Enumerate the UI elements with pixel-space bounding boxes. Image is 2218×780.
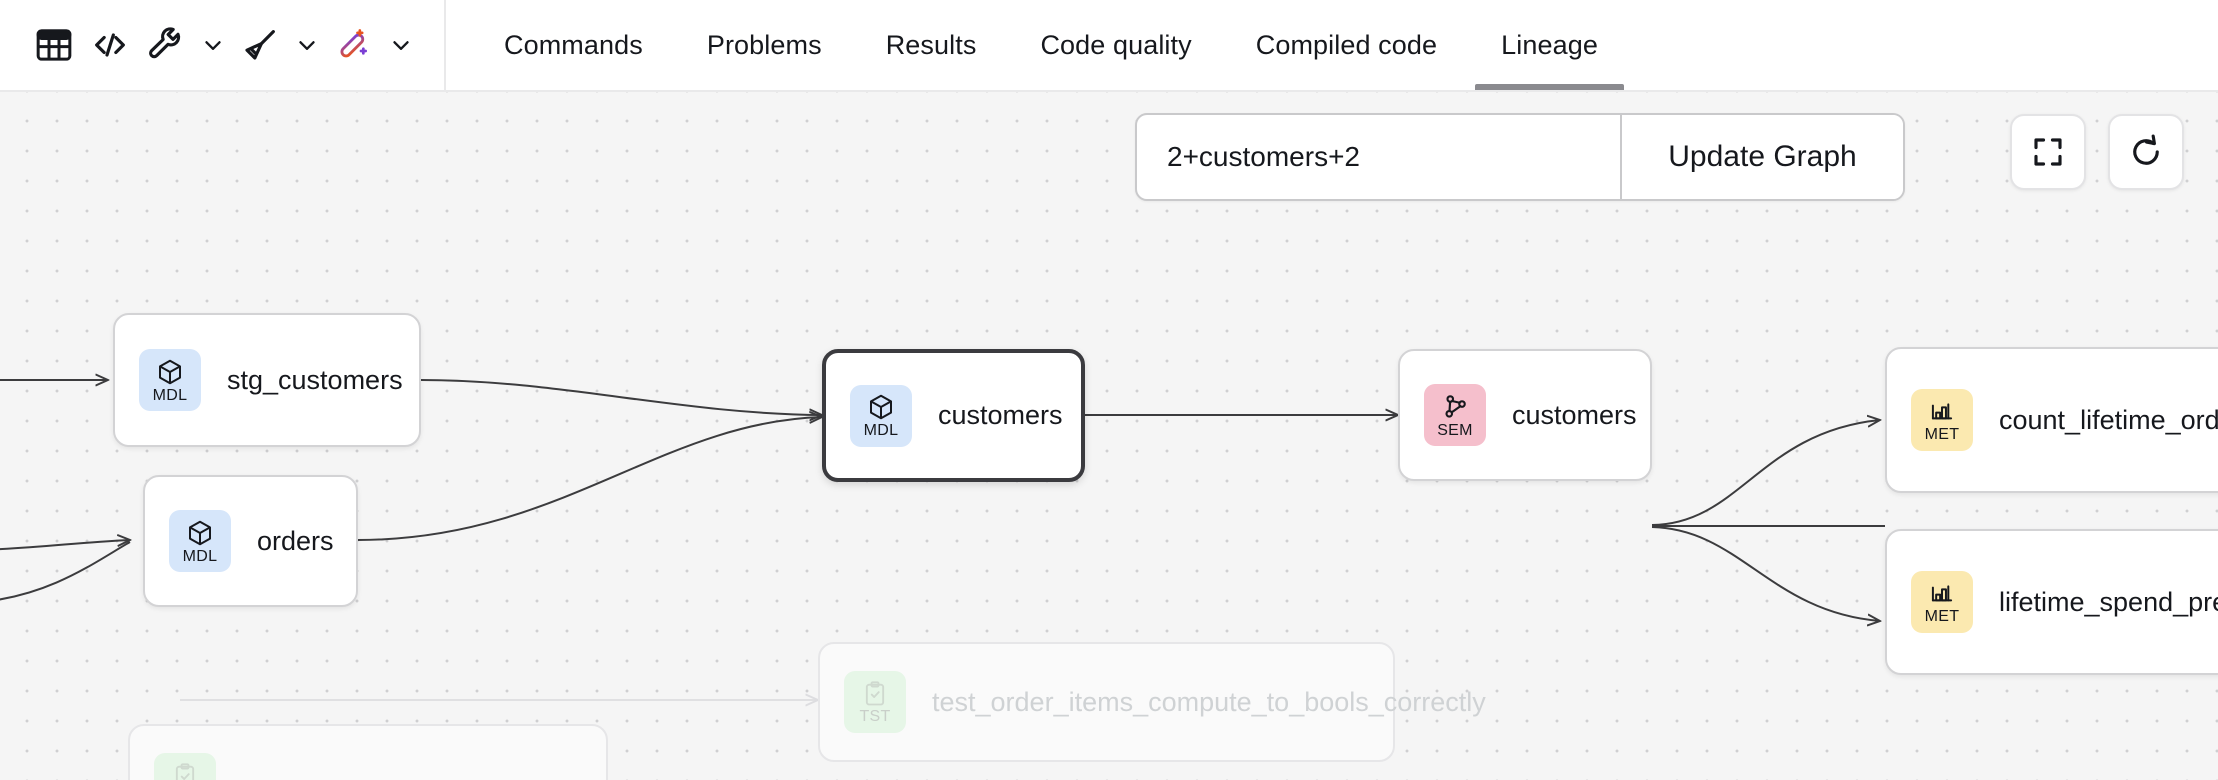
badge-mdl: MDL: [169, 510, 231, 572]
fit-view-button[interactable]: [2010, 114, 2086, 190]
clipboard-check-icon: [175, 762, 195, 780]
table-view-icon[interactable]: [26, 17, 82, 73]
tab-lineage[interactable]: Lineage: [1469, 0, 1630, 90]
node-label: orders: [257, 525, 334, 556]
panel-tabs: Commands Problems Results Code quality C…: [472, 0, 1630, 90]
tab-problems[interactable]: Problems: [675, 0, 854, 90]
edge-sem-to-lifetime-spend: [1651, 526, 1880, 621]
node-label: test_order_items_compute_to_bools_correc…: [932, 686, 1486, 717]
lineage-node-customers-semantic[interactable]: SEM customers: [1398, 349, 1652, 481]
graph-node-icon: [1445, 394, 1466, 418]
broom-icon[interactable]: [232, 17, 288, 73]
tab-results[interactable]: Results: [854, 0, 1009, 90]
app-header: Commands Problems Results Code quality C…: [0, 0, 2218, 92]
bar-chart-icon: [1931, 402, 1953, 419]
clipboard-check-icon: [865, 680, 885, 705]
edge-in-orders-b: [0, 541, 131, 601]
badge-tst: TST: [844, 671, 906, 733]
ai-assist-group: [326, 17, 420, 73]
badge-label: SEM: [1437, 421, 1473, 439]
badge-label: MDL: [182, 547, 218, 565]
edge-orders-to-customers: [357, 417, 822, 541]
lineage-search-bar: Update Graph: [1135, 113, 1905, 201]
badge-sem: SEM: [1424, 384, 1486, 446]
editor-toolbar: [0, 0, 446, 91]
lineage-node-count-lifetime-orders[interactable]: MET count_lifetime_orders: [1885, 347, 2218, 493]
lineage-node-test-order-items: TST test_order_items_compute_to_bools_co…: [818, 642, 1486, 762]
lineage-node-orders[interactable]: MDL orders: [143, 475, 358, 607]
lineage-search-input[interactable]: [1137, 115, 1620, 199]
refresh-icon: [2133, 134, 2159, 165]
badge-mdl: MDL: [850, 384, 912, 447]
node-label: customers: [938, 400, 1063, 430]
chevron-down-icon-tools[interactable]: [194, 17, 232, 73]
chevron-down-icon-ai[interactable]: [382, 17, 420, 73]
badge-label: MET: [1924, 607, 1960, 625]
refresh-button[interactable]: [2108, 114, 2184, 190]
badge-mdl: MDL: [139, 349, 201, 411]
badge-met: MET: [1911, 571, 1973, 633]
fit-view-icon: [2034, 138, 2062, 166]
badge-tst: TST: [154, 753, 216, 780]
lineage-node-customers-model[interactable]: MDL customers: [822, 349, 1085, 482]
badge-met: MET: [1911, 389, 1973, 451]
format-group: [232, 17, 326, 73]
cube-icon: [159, 359, 181, 384]
edge-in-orders-a: [0, 540, 130, 551]
toolbar-divider: [444, 0, 446, 91]
lineage-node-lifetime-spend-pretax[interactable]: MET lifetime_spend_pretax: [1885, 529, 2218, 675]
update-graph-button[interactable]: Update Graph: [1620, 115, 1903, 199]
lineage-node-partial-bottom: TST: [128, 724, 608, 780]
code-view-icon[interactable]: [82, 17, 138, 73]
node-label: customers: [1512, 399, 1637, 430]
bar-chart-icon: [1931, 584, 1953, 601]
badge-label: MDL: [863, 422, 899, 439]
node-label: lifetime_spend_pretax: [1999, 586, 2218, 617]
cube-icon: [870, 394, 892, 420]
chevron-down-icon-format[interactable]: [288, 17, 326, 73]
wrench-icon[interactable]: [138, 17, 194, 73]
node-label: stg_customers: [227, 364, 403, 395]
badge-label: MET: [1924, 425, 1960, 443]
tab-commands[interactable]: Commands: [472, 0, 675, 90]
tab-code-quality[interactable]: Code quality: [1008, 0, 1223, 90]
edge-stg-customers-to-customers: [420, 379, 822, 415]
node-label: count_lifetime_orders: [1999, 404, 2218, 435]
lineage-node-stg-customers[interactable]: MDL stg_customers: [113, 313, 421, 447]
tools-group: [138, 17, 232, 73]
ai-wand-icon[interactable]: [326, 17, 382, 73]
badge-label: MDL: [152, 386, 188, 404]
edge-sem-to-count-lifetime-orders: [1651, 420, 1880, 526]
lineage-canvas[interactable]: MDL stg_customers MDL orders: [0, 92, 2218, 780]
badge-label: TST: [859, 707, 891, 725]
canvas-controls: [2010, 114, 2184, 190]
cube-icon: [189, 520, 211, 545]
tab-compiled-code[interactable]: Compiled code: [1224, 0, 1469, 90]
